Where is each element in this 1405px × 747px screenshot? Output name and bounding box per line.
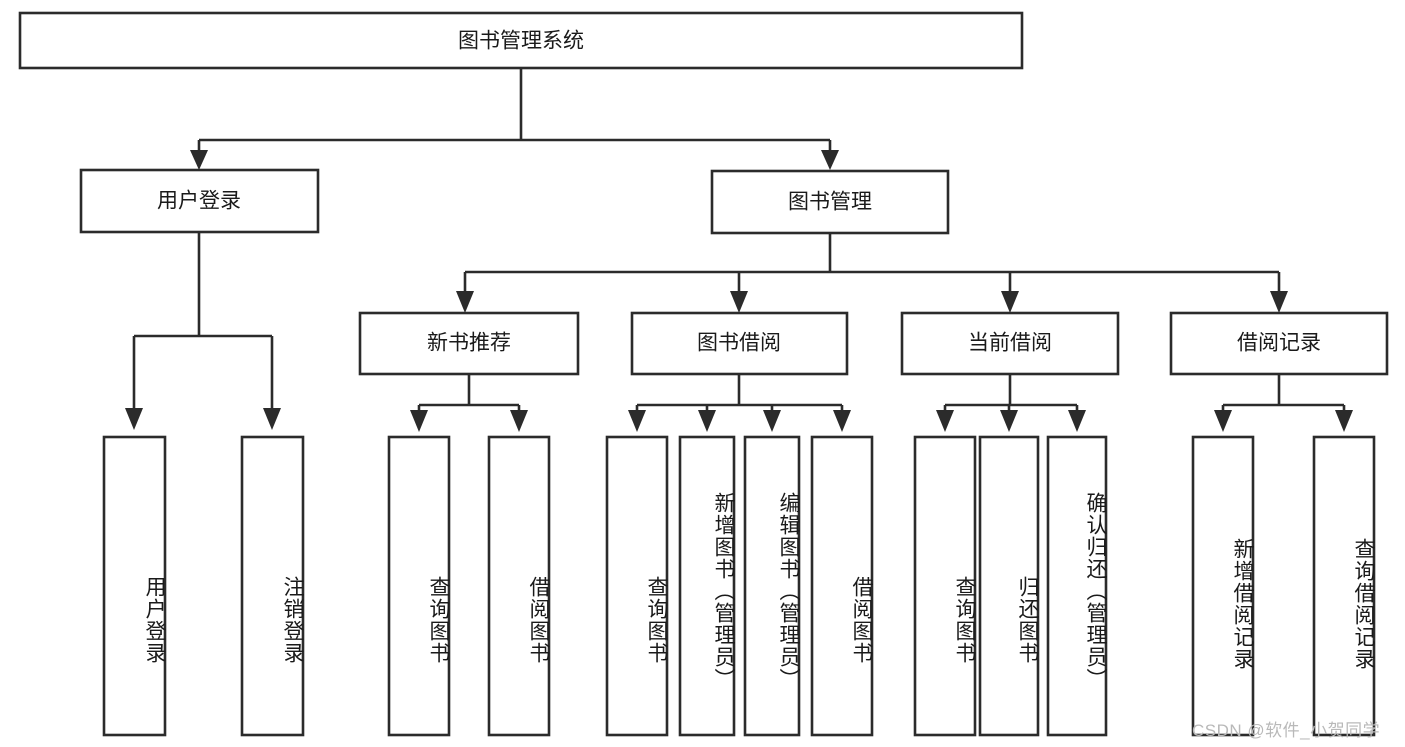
node-borrow-record-label: 借阅记录 xyxy=(1237,332,1321,355)
node-borrow-record-box[interactable] xyxy=(1169,311,1389,376)
arrow-head-new-book-recommend xyxy=(456,291,474,313)
arrow-head-leaf-query-book-2 xyxy=(628,410,646,432)
arrow-head-leaf-return-book xyxy=(1000,410,1018,432)
node-book-borrow-label: 图书借阅 xyxy=(697,332,781,355)
node-root-box[interactable] xyxy=(18,11,1024,70)
arrow-head-leaf-query-book-3 xyxy=(936,410,954,432)
arrow-head-book-manage xyxy=(821,150,839,170)
node-leaf-return-book-box[interactable] xyxy=(978,435,1040,737)
arrow-head-book-borrow xyxy=(730,291,748,313)
node-book-manage-label: 图书管理 xyxy=(788,191,872,214)
arrow-head-borrow-record xyxy=(1270,291,1288,313)
connector-group-book-manage xyxy=(456,233,1288,313)
node-leaf-query-book-1-box[interactable] xyxy=(387,435,451,737)
arrow-head-leaf-add-record xyxy=(1214,410,1232,432)
connector-group-current-borrow xyxy=(936,374,1086,432)
node-leaf-borrow-book-1-box[interactable] xyxy=(487,435,551,737)
node-leaf-confirm-return-box[interactable] xyxy=(1046,435,1108,737)
node-book-manage[interactable]: 图书管理 xyxy=(710,169,950,235)
node-leaf-query-book-3-box[interactable] xyxy=(913,435,977,737)
arrow-head-leaf-edit-book xyxy=(763,410,781,432)
arrow-head-leaf-user-login xyxy=(125,408,143,430)
arrow-head-user-login xyxy=(190,150,208,170)
connector-group-book-borrow xyxy=(628,374,851,432)
node-current-borrow-box[interactable] xyxy=(900,311,1120,376)
node-leaf-add-book-box[interactable] xyxy=(678,435,736,737)
node-book-manage-box[interactable] xyxy=(710,169,950,235)
node-leaf-edit-book-box[interactable] xyxy=(743,435,801,737)
arrow-head-leaf-confirm-return xyxy=(1068,410,1086,432)
node-new-book-recommend-box[interactable] xyxy=(358,311,580,376)
node-new-book-recommend[interactable]: 新书推荐 xyxy=(358,311,580,376)
node-leaf-query-book-2-box[interactable] xyxy=(605,435,669,737)
node-user-login[interactable]: 用户登录 xyxy=(79,168,320,234)
node-current-borrow-label: 当前借阅 xyxy=(968,332,1052,355)
node-root[interactable]: 图书管理系统 xyxy=(18,11,1024,70)
node-leaf-add-record-box[interactable] xyxy=(1191,435,1255,737)
arrow-head-leaf-add-book xyxy=(698,410,716,432)
node-leaf-logout-login-box[interactable] xyxy=(240,435,305,737)
arrow-head-leaf-borrow-book-1 xyxy=(510,410,528,432)
node-user-login-box[interactable] xyxy=(79,168,320,234)
connector-group-new-book-recommend xyxy=(410,374,528,432)
arrow-head-leaf-query-record xyxy=(1335,410,1353,432)
node-book-borrow[interactable]: 图书借阅 xyxy=(630,311,849,376)
arrow-head-leaf-query-book-1 xyxy=(410,410,428,432)
node-user-login-label: 用户登录 xyxy=(157,190,241,213)
node-leaf-query-record-box[interactable] xyxy=(1312,435,1376,737)
connector-group-user-login xyxy=(125,232,281,430)
node-leaf-user-login-box[interactable] xyxy=(102,435,167,737)
arrow-head-leaf-logout-login xyxy=(263,408,281,430)
csdn-watermark: CSDN @软件_小贺同学 xyxy=(1192,721,1381,740)
node-root-label: 图书管理系统 xyxy=(458,30,584,53)
arrow-head-current-borrow xyxy=(1001,291,1019,313)
node-book-borrow-box[interactable] xyxy=(630,311,849,376)
connector-group-borrow-record xyxy=(1214,374,1353,432)
node-new-book-recommend-label: 新书推荐 xyxy=(427,332,511,355)
node-current-borrow[interactable]: 当前借阅 xyxy=(900,311,1120,376)
node-leaf-borrow-book-2-box[interactable] xyxy=(810,435,874,737)
connector-group-root xyxy=(190,68,839,170)
arrow-head-leaf-borrow-book-2 xyxy=(833,410,851,432)
leaf-boxes xyxy=(102,435,1376,737)
node-borrow-record[interactable]: 借阅记录 xyxy=(1169,311,1389,376)
